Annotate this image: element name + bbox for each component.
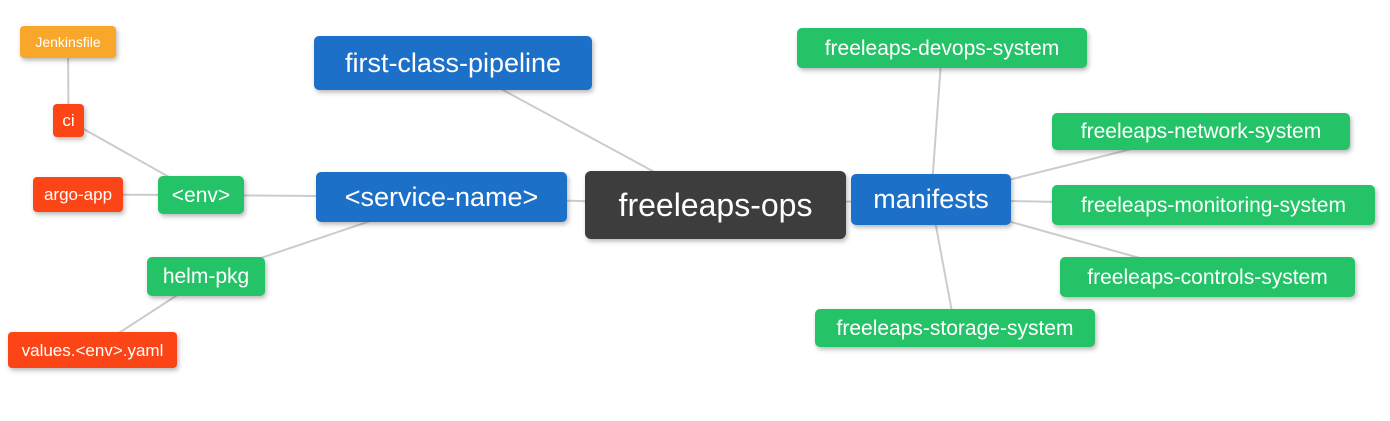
node-service-name[interactable]: <service-name> <box>316 172 567 222</box>
node-helm-pkg[interactable]: helm-pkg <box>147 257 265 296</box>
node-values-env-yaml[interactable]: values.<env>.yaml <box>8 332 177 368</box>
node-ci[interactable]: ci <box>53 104 84 137</box>
node-env[interactable]: <env> <box>158 176 244 214</box>
node-freeleaps-controls-system[interactable]: freeleaps-controls-system <box>1060 257 1355 297</box>
node-manifests[interactable]: manifests <box>851 174 1011 225</box>
node-freeleaps-network-system[interactable]: freeleaps-network-system <box>1052 113 1350 150</box>
node-freeleaps-devops-system[interactable]: freeleaps-devops-system <box>797 28 1087 68</box>
node-argo-app[interactable]: argo-app <box>33 177 123 212</box>
node-jenkinsfile[interactable]: Jenkinsfile <box>20 26 116 58</box>
node-freeleaps-ops[interactable]: freeleaps-ops <box>585 171 846 239</box>
node-first-class-pipeline[interactable]: first-class-pipeline <box>314 36 592 90</box>
node-freeleaps-storage-system[interactable]: freeleaps-storage-system <box>815 309 1095 347</box>
node-freeleaps-monitoring-system[interactable]: freeleaps-monitoring-system <box>1052 185 1375 225</box>
